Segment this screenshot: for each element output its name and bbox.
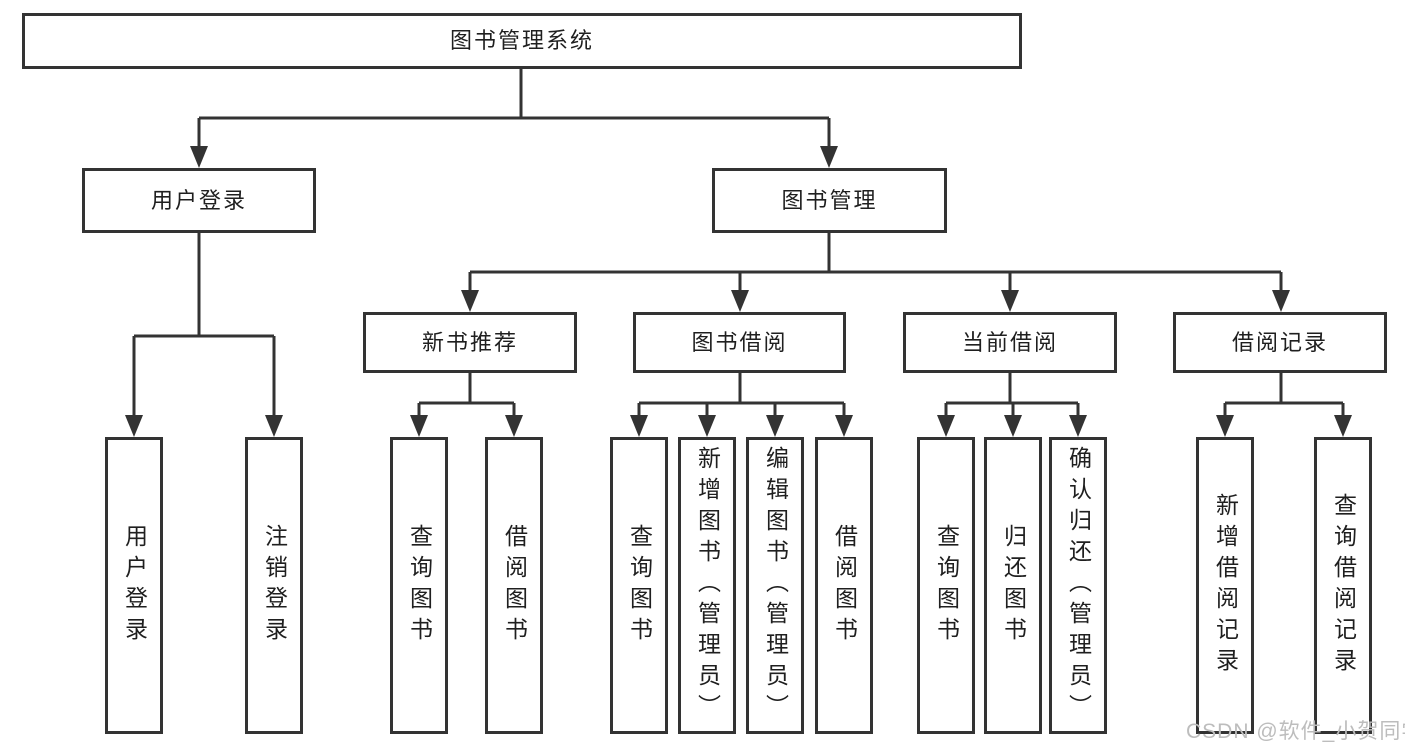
leaf-borrow-books-borrowing: 借阅图书 (815, 437, 873, 734)
node-label: 新书推荐 (421, 329, 518, 355)
node-label: 注销登录 (261, 523, 288, 648)
arrowhead (1216, 415, 1234, 437)
leaf-logout: 注销登录 (245, 437, 303, 734)
arrowhead (1334, 415, 1352, 437)
arrowhead (1272, 290, 1290, 312)
node-label: 查询图书 (626, 523, 653, 648)
node-book-borrowing: 图书借阅 (633, 312, 846, 373)
node-user-login: 用户登录 (82, 168, 316, 233)
leaf-borrow-books-recommend: 借阅图书 (485, 437, 543, 734)
connector-user-login-children (125, 233, 283, 437)
arrowhead (630, 415, 648, 437)
leaf-add-book-admin: 新增图书（管理员） (678, 437, 736, 734)
arrowhead (731, 290, 749, 312)
node-label: 查询借阅记录 (1330, 492, 1357, 679)
arrowhead (461, 290, 479, 312)
node-label: 编辑图书（管理员） (762, 446, 789, 725)
node-label: 借阅图书 (501, 523, 528, 648)
node-label: 查询图书 (406, 523, 433, 648)
connector-root-to-level2 (190, 69, 838, 168)
node-book-management: 图书管理 (712, 168, 947, 233)
node-library-system: 图书管理系统 (22, 13, 1022, 69)
arrowhead (265, 415, 283, 437)
arrowhead (505, 415, 523, 437)
leaf-query-books-borrowing: 查询图书 (610, 437, 668, 734)
leaf-add-borrow-record: 新增借阅记录 (1196, 437, 1254, 734)
node-new-book-recommend: 新书推荐 (363, 312, 577, 373)
arrowhead (1004, 415, 1022, 437)
arrowhead (820, 146, 838, 168)
connector-borrow-record-children (1216, 373, 1352, 437)
arrowhead (1001, 290, 1019, 312)
arrowhead (190, 146, 208, 168)
connector-current-borrow-children (937, 373, 1087, 437)
leaf-query-borrow-record: 查询借阅记录 (1314, 437, 1372, 734)
leaf-query-books-recommend: 查询图书 (390, 437, 448, 734)
leaf-edit-book-admin: 编辑图书（管理员） (746, 437, 804, 734)
connector-book-borrow-children (630, 373, 853, 437)
node-label: 用户登录 (121, 523, 148, 648)
leaf-query-books-current: 查询图书 (917, 437, 975, 734)
node-label: 归还图书 (1000, 523, 1027, 648)
node-label: 图书管理 (781, 187, 878, 213)
node-label: 查询图书 (933, 523, 960, 648)
arrowhead (410, 415, 428, 437)
node-label: 借阅记录 (1231, 329, 1328, 355)
node-current-borrowing: 当前借阅 (903, 312, 1117, 373)
node-label: 新增借阅记录 (1212, 492, 1239, 679)
connector-new-book-rec-children (410, 373, 523, 437)
leaf-return-book: 归还图书 (984, 437, 1042, 734)
node-label: 确认归还（管理员） (1065, 446, 1092, 725)
connector-book-mgmt-children (461, 233, 1290, 312)
node-label: 图书借阅 (691, 329, 788, 355)
arrowhead (1069, 415, 1087, 437)
node-label: 当前借阅 (961, 329, 1058, 355)
arrowhead (835, 415, 853, 437)
arrowhead (698, 415, 716, 437)
arrowhead (937, 415, 955, 437)
arrowhead (125, 415, 143, 437)
node-label: 新增图书（管理员） (694, 446, 721, 725)
leaf-confirm-return-admin: 确认归还（管理员） (1049, 437, 1107, 734)
node-label: 用户登录 (150, 187, 247, 213)
leaf-user-login: 用户登录 (105, 437, 163, 734)
arrowhead (766, 415, 784, 437)
node-borrowing-records: 借阅记录 (1173, 312, 1387, 373)
node-label: 图书管理系统 (449, 28, 594, 53)
csdn-watermark: CSDN @软件_小贺同学 (1186, 720, 1405, 743)
node-label: 借阅图书 (831, 523, 858, 648)
